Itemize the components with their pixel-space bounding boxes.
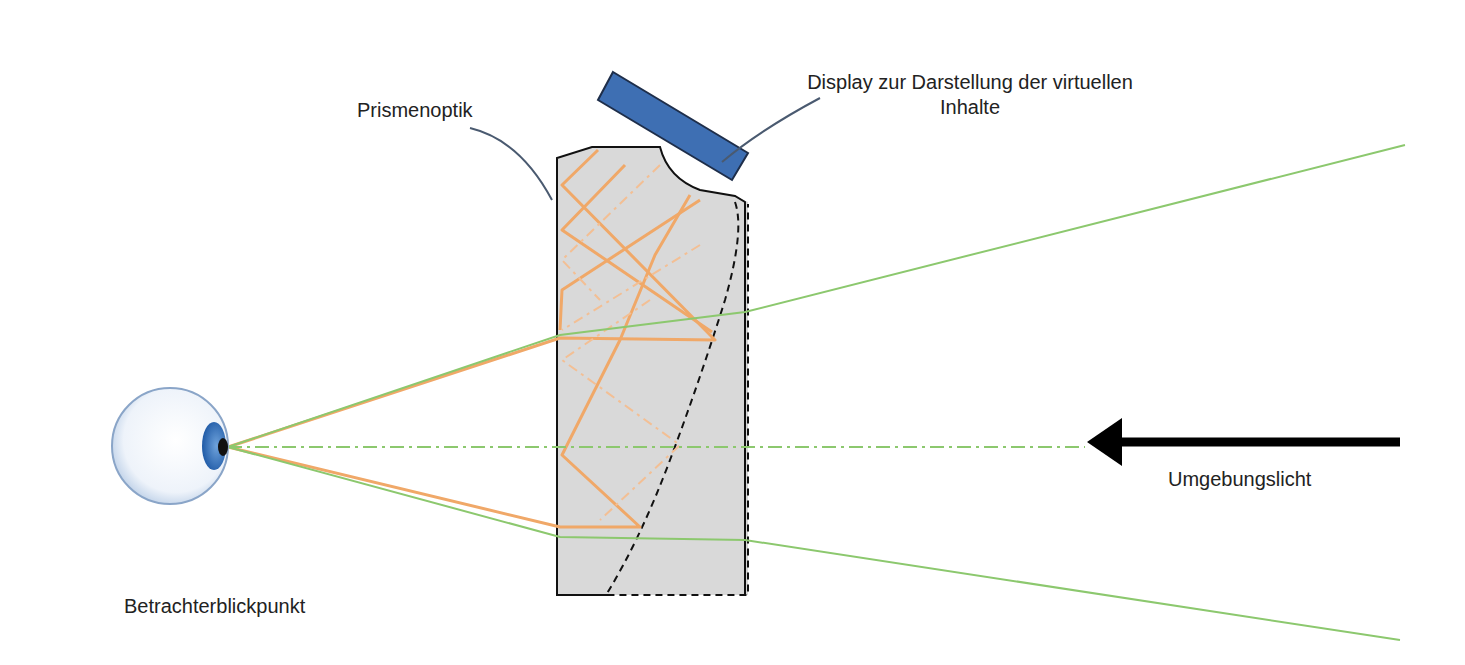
leader-line bbox=[722, 98, 820, 162]
ambient-rays bbox=[228, 145, 1405, 640]
text-label: Betrachterblickpunkt bbox=[124, 594, 305, 619]
virtual-rays bbox=[228, 150, 715, 527]
ambient-arrow-shaft bbox=[1115, 438, 1400, 447]
prism-dashed-outline bbox=[606, 202, 748, 595]
eye-ball bbox=[112, 388, 228, 504]
eye-pupil bbox=[218, 438, 228, 456]
leader-line bbox=[470, 128, 552, 200]
optical-axis bbox=[228, 446, 1085, 448]
virtual-rays-dashed bbox=[562, 165, 700, 520]
text-label: Umgebungslicht bbox=[1168, 467, 1311, 492]
text-label: Display zur Darstellung der virtuellen I… bbox=[800, 70, 1140, 120]
display-panel bbox=[598, 72, 748, 180]
ambient-arrow-head bbox=[1087, 418, 1122, 466]
text-label: Prismenoptik bbox=[357, 98, 473, 123]
